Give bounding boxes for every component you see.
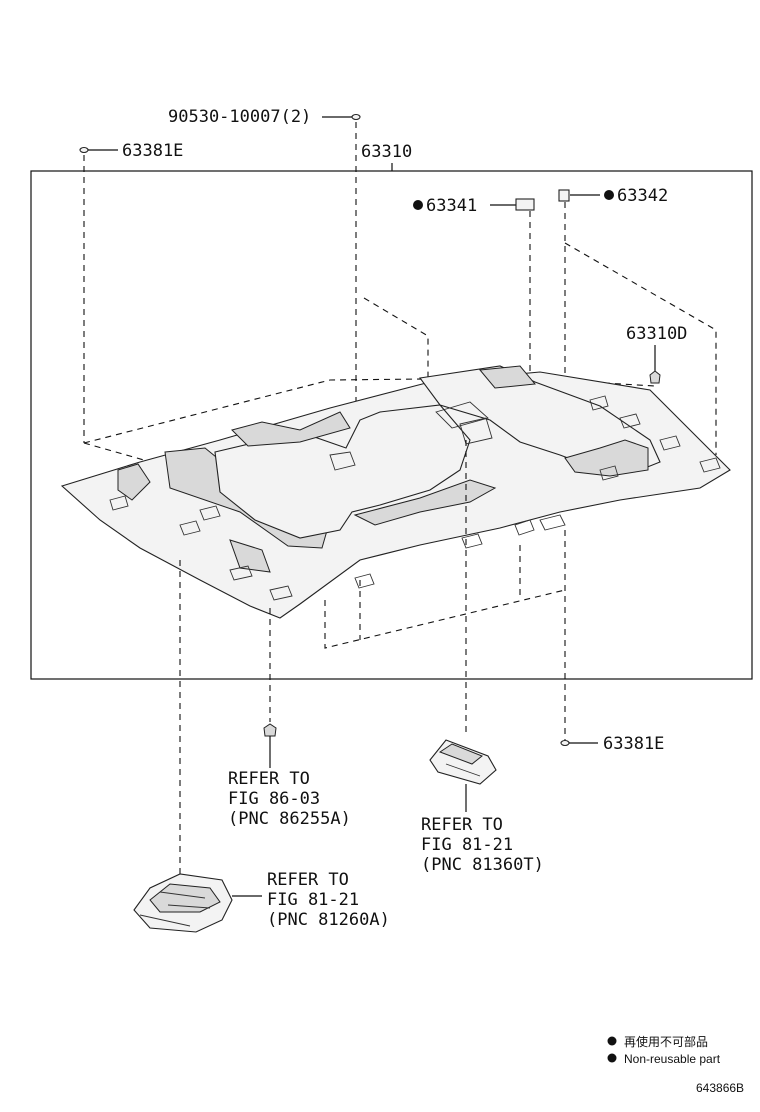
part-icon-86255a [263, 723, 277, 737]
bolt-icon [351, 113, 361, 121]
headliner-illustration [60, 365, 731, 619]
ref-3-line3: (PNC 81260A) [267, 910, 390, 930]
part-label-clip-d: 63310D [626, 324, 687, 344]
part-label-bolt: 90530-10007(2) [168, 107, 311, 127]
part-label-pad-2: 63342 [617, 186, 668, 206]
part-icon-81360t [429, 739, 497, 785]
ref-1-line3: (PNC 86255A) [228, 809, 351, 829]
clip-d-icon [649, 370, 661, 384]
ref-2-line2: FIG 81-21 [421, 835, 513, 855]
part-label-pad-1: 63341 [426, 196, 477, 216]
ref-3-line1: REFER TO [267, 870, 349, 890]
ref-1-line1: REFER TO [228, 769, 310, 789]
part-label-clip-left: 63381E [122, 141, 183, 161]
legend-english: Non-reusable part [624, 1052, 721, 1066]
legend-marker-2 [607, 1053, 617, 1063]
legend-chinese: 再使用不可部品 [624, 1034, 708, 1049]
clip-icon-right [560, 739, 570, 747]
figure-id: 643866B [696, 1081, 744, 1095]
ref-1-line2: FIG 86-03 [228, 789, 320, 809]
pad-icon-63342 [558, 189, 570, 202]
part-icon-81260a [133, 873, 233, 933]
ref-2-line1: REFER TO [421, 815, 503, 835]
clip-icon-left [79, 146, 89, 154]
part-label-headliner: 63310 [361, 142, 412, 162]
part-label-clip-right: 63381E [603, 734, 664, 754]
pad-icon-63341 [515, 198, 535, 211]
non-reusable-marker-63342 [604, 190, 614, 200]
legend-marker-1 [607, 1036, 617, 1046]
ref-3-line2: FIG 81-21 [267, 890, 359, 910]
non-reusable-marker-63341 [413, 200, 423, 210]
ref-2-line3: (PNC 81360T) [421, 855, 544, 875]
